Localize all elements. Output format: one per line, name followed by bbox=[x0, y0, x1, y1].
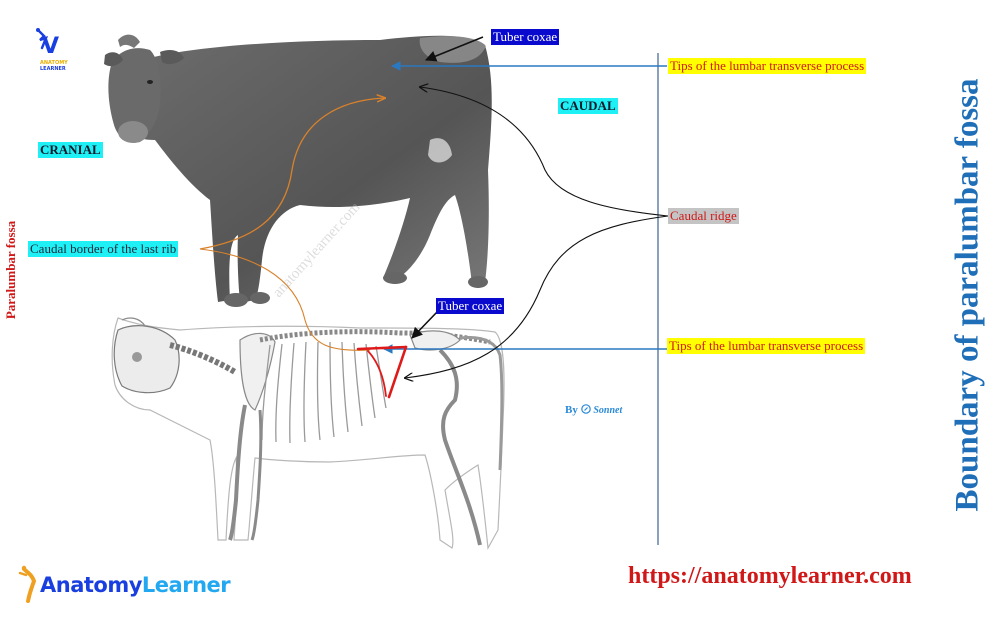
label-tuber-coxae-bottom: Tuber coxae bbox=[436, 298, 505, 314]
byline: By Sonnet bbox=[565, 404, 622, 416]
logo-line-1: ANATOMY bbox=[40, 60, 68, 66]
label-cranial: CRANIAL bbox=[38, 142, 103, 158]
sonnet-compass-icon bbox=[580, 404, 591, 414]
label-tuber-coxae-top: Tuber coxae bbox=[491, 29, 560, 45]
jumping-figure-icon bbox=[36, 28, 49, 50]
cow-skeleton-illustration bbox=[111, 317, 505, 550]
logo-letter: V bbox=[42, 34, 60, 59]
side-label-text: Paralumbar fossa bbox=[3, 220, 18, 320]
logo-text-anatomy: Anatomy bbox=[40, 573, 142, 597]
logo-text-learner: Learner bbox=[141, 573, 231, 597]
page-title: Boundary of paralumbar fossa bbox=[944, 30, 992, 560]
label-lumbar-tips-top: Tips of the lumbar transverse process bbox=[668, 58, 867, 74]
label-last-rib: Caudal border of the last rib bbox=[28, 241, 179, 257]
label-lumbar-tips-bottom: Tips of the lumbar transverse process bbox=[667, 338, 866, 354]
annotation-arrows bbox=[199, 36, 669, 378]
guide-lines bbox=[383, 53, 667, 545]
jumping-figure-icon bbox=[18, 565, 37, 603]
label-caudal: CAUDAL bbox=[558, 98, 618, 114]
side-label-paralumbar-fossa: Paralumbar fossa bbox=[2, 210, 20, 330]
page-title-text: Boundary of paralumbar fossa bbox=[949, 78, 986, 512]
logo-line-2: LEARNER bbox=[40, 66, 66, 72]
anatomy-learner-small-logo[interactable]: V ANATOMY LEARNER bbox=[34, 28, 70, 76]
byline-prefix: By bbox=[565, 404, 578, 416]
label-caudal-ridge: Caudal ridge bbox=[668, 208, 739, 224]
paralumbar-fossa-boundary bbox=[356, 345, 408, 399]
byline-name: Sonnet bbox=[593, 405, 623, 416]
website-url[interactable]: https://anatomylearner.com bbox=[628, 563, 912, 589]
